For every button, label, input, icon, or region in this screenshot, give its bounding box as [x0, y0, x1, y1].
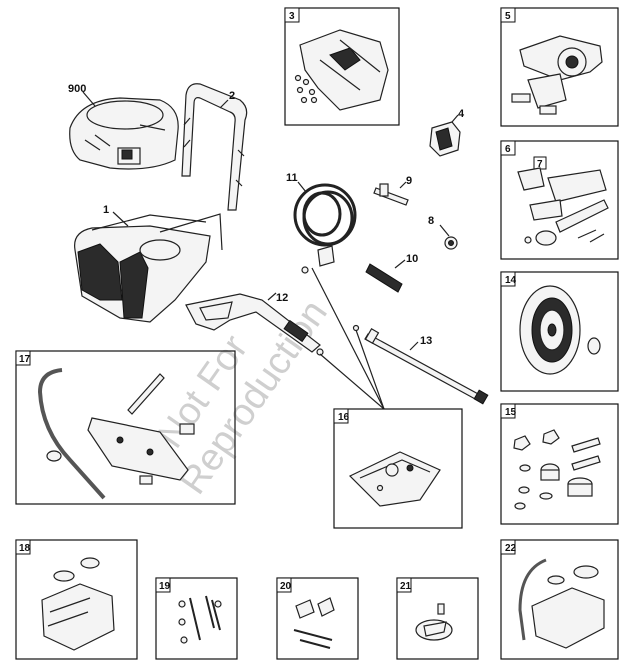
box-label-20: 20: [280, 581, 292, 592]
box-label-14: 14: [505, 275, 517, 286]
box-label-19: 19: [159, 581, 171, 592]
callout-8: 8: [428, 215, 434, 227]
strip-part[interactable]: [365, 263, 403, 293]
kit-box-6[interactable]: [500, 140, 619, 260]
panel-kit-part: [37, 368, 195, 500]
box-label-16: 16: [338, 412, 350, 423]
leader-900: [82, 91, 96, 107]
kit-box-3[interactable]: [284, 7, 400, 126]
box-label-22: 22: [505, 543, 517, 554]
leader-2: [219, 99, 229, 109]
leader-8: [439, 224, 450, 237]
axle-part[interactable]: [373, 183, 409, 206]
kit-box-20[interactable]: [276, 577, 359, 660]
kit-box-17[interactable]: [15, 350, 236, 505]
callout-12: 12: [276, 292, 288, 304]
callout-900: 900: [68, 83, 86, 95]
handle-part[interactable]: [181, 83, 248, 211]
wheel-part: [519, 285, 601, 375]
engine-part[interactable]: [69, 97, 179, 170]
kit-box-14[interactable]: [500, 271, 619, 392]
bracket-part: [294, 29, 389, 111]
kit-box-16[interactable]: [333, 408, 463, 529]
kit-box-5[interactable]: [500, 7, 619, 127]
nut-part[interactable]: [444, 236, 458, 250]
leader-11: [297, 181, 307, 193]
kit-box-19[interactable]: [155, 577, 238, 660]
clamp-set-part: [293, 597, 335, 649]
leader-1: [112, 211, 129, 227]
kit-box-18[interactable]: [15, 539, 138, 660]
kit-box-15[interactable]: [500, 403, 619, 525]
cap-part: [415, 603, 453, 641]
leader-4: [451, 114, 459, 123]
callout-4: 4: [458, 108, 465, 120]
nozzle-part[interactable]: [429, 121, 461, 157]
leader-10: [394, 259, 406, 269]
mount-hardware-part: [513, 429, 601, 510]
leader-12: [267, 292, 277, 301]
box-label-3: 3: [289, 11, 295, 22]
hose-part[interactable]: [293, 183, 357, 274]
box-label-17: 17: [19, 354, 31, 365]
spray-gun-part[interactable]: [185, 293, 324, 356]
callout-11: 11: [286, 172, 298, 184]
tank-assembly-part: [518, 558, 605, 649]
box-label-5: 5: [505, 11, 511, 22]
callout-10: 10: [406, 253, 418, 265]
box-label-15: 15: [505, 407, 517, 418]
kit-16-leaders: [311, 267, 385, 410]
pump-part: [511, 35, 603, 115]
callout-9: 9: [406, 175, 412, 187]
box-label-6: 6: [505, 144, 511, 155]
box-label-21: 21: [400, 581, 412, 592]
kit-box-22[interactable]: [500, 539, 619, 660]
callout-1: 1: [103, 204, 109, 216]
manifold-part: [517, 167, 609, 246]
leader-9: [399, 181, 407, 189]
leader-13: [409, 341, 419, 351]
box-label-7: 7: [537, 159, 543, 170]
callout-2: 2: [229, 90, 235, 102]
kit-box-21[interactable]: [396, 577, 479, 660]
bolt-set-part: [178, 595, 222, 644]
box-label-18: 18: [19, 543, 31, 554]
fuel-tank-part: [41, 557, 115, 651]
bag-kit-part: [348, 451, 441, 507]
callout-13: 13: [420, 335, 432, 347]
frame-part[interactable]: [74, 213, 223, 323]
